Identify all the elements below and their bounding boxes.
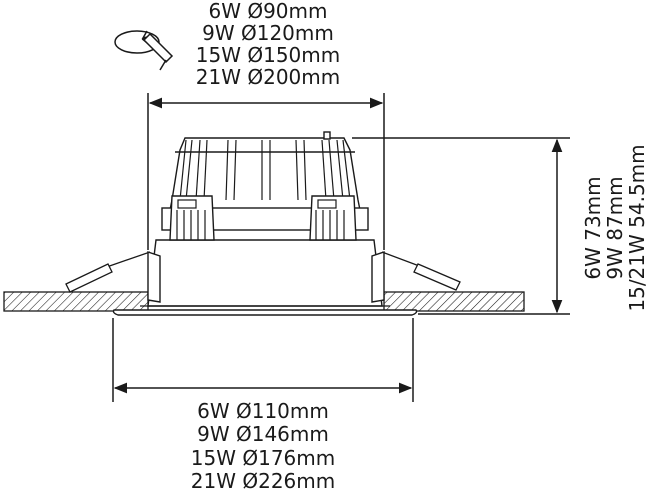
cutout-label-9w: 9W Ø120mm (202, 21, 334, 45)
downlight-body (112, 131, 418, 316)
overall-dimension-line (112, 318, 414, 402)
height-dimension-labels: 6W 73mm 9W 87mm 15/21W 54.5mm (581, 144, 647, 311)
ceiling-board-right (383, 291, 525, 312)
height-dimension-line (352, 137, 570, 315)
overall-label-21w: 21W Ø226mm (191, 469, 335, 491)
rotate-cutout-icon (114, 30, 174, 71)
cutout-label-6w: 6W Ø90mm (208, 0, 327, 23)
ceiling-board-left (3, 291, 149, 312)
height-label-15-21w: 15/21W 54.5mm (625, 144, 647, 311)
spring-arm-right (381, 251, 461, 291)
cutout-dimension-line (147, 93, 385, 250)
height-label-9w: 9W 87mm (603, 176, 627, 279)
cutout-dimension-labels: 6W Ø90mm 9W Ø120mm 15W Ø150mm 21W Ø200mm (196, 0, 340, 89)
cutout-label-21w: 21W Ø200mm (196, 65, 340, 89)
overall-dimension-labels: 6W Ø110mm 9W Ø146mm 15W Ø176mm 21W Ø226m… (191, 399, 335, 491)
overall-label-15w: 15W Ø176mm (191, 446, 335, 470)
overall-label-9w: 9W Ø146mm (197, 422, 329, 446)
cutout-label-15w: 15W Ø150mm (196, 43, 340, 67)
overall-label-6w: 6W Ø110mm (197, 399, 329, 423)
height-label-6w: 6W 73mm (581, 176, 605, 279)
spring-arm-left (65, 251, 151, 293)
